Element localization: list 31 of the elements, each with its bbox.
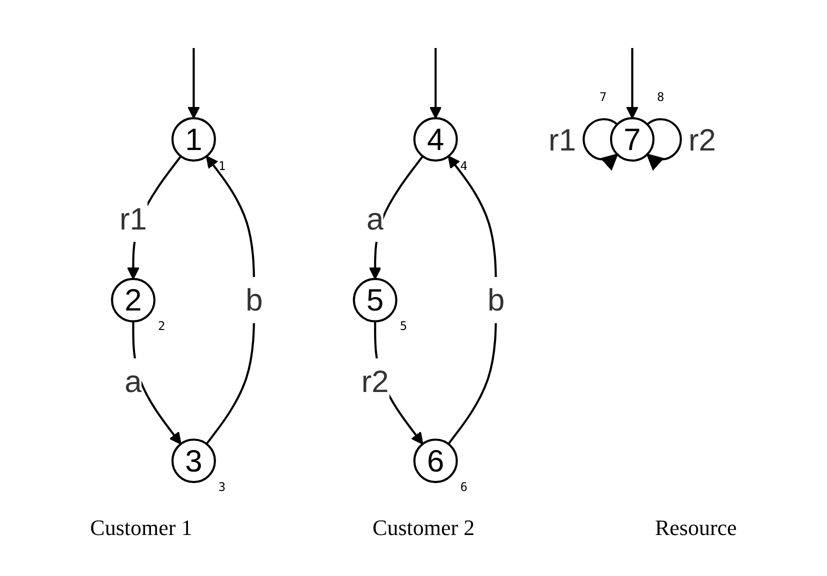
transition-number: 5 bbox=[400, 319, 408, 334]
transition-number: 7 bbox=[600, 90, 607, 104]
state-circle: 7 bbox=[610, 117, 654, 162]
transition-number: 2 bbox=[158, 319, 166, 334]
transition-number: 4 bbox=[460, 158, 468, 172]
edge-label: r1 bbox=[548, 122, 576, 158]
state-circle: 6 bbox=[412, 438, 458, 484]
self-loop-arrow bbox=[645, 118, 682, 170]
transition-number: 3 bbox=[218, 480, 226, 494]
transition-number: 1 bbox=[218, 158, 226, 172]
self-loop-arrow bbox=[582, 118, 618, 170]
transition-number: 6 bbox=[460, 480, 468, 494]
state-circle: 2 bbox=[110, 278, 155, 322]
arrow bbox=[187, 48, 200, 119]
edge-label: r2 bbox=[360, 364, 388, 399]
edge-label: b bbox=[245, 282, 262, 318]
state-circle: 3 bbox=[170, 438, 216, 484]
state-circle: 4 bbox=[412, 117, 458, 162]
arrow bbox=[428, 48, 442, 119]
column-caption: Customer 1 bbox=[90, 515, 192, 541]
state-circle: 1 bbox=[170, 117, 216, 162]
edge-label: r2 bbox=[688, 122, 716, 158]
arrow bbox=[626, 48, 638, 119]
edge-label: r1 bbox=[119, 201, 146, 236]
state-circle: 5 bbox=[352, 278, 397, 322]
transition-number: 8 bbox=[656, 90, 664, 104]
column-caption: Resource bbox=[654, 515, 737, 541]
column-caption: Customer 2 bbox=[372, 515, 475, 541]
edge-label: b bbox=[486, 282, 504, 318]
edge-label: a bbox=[124, 364, 142, 399]
edge-label: a bbox=[366, 201, 384, 236]
